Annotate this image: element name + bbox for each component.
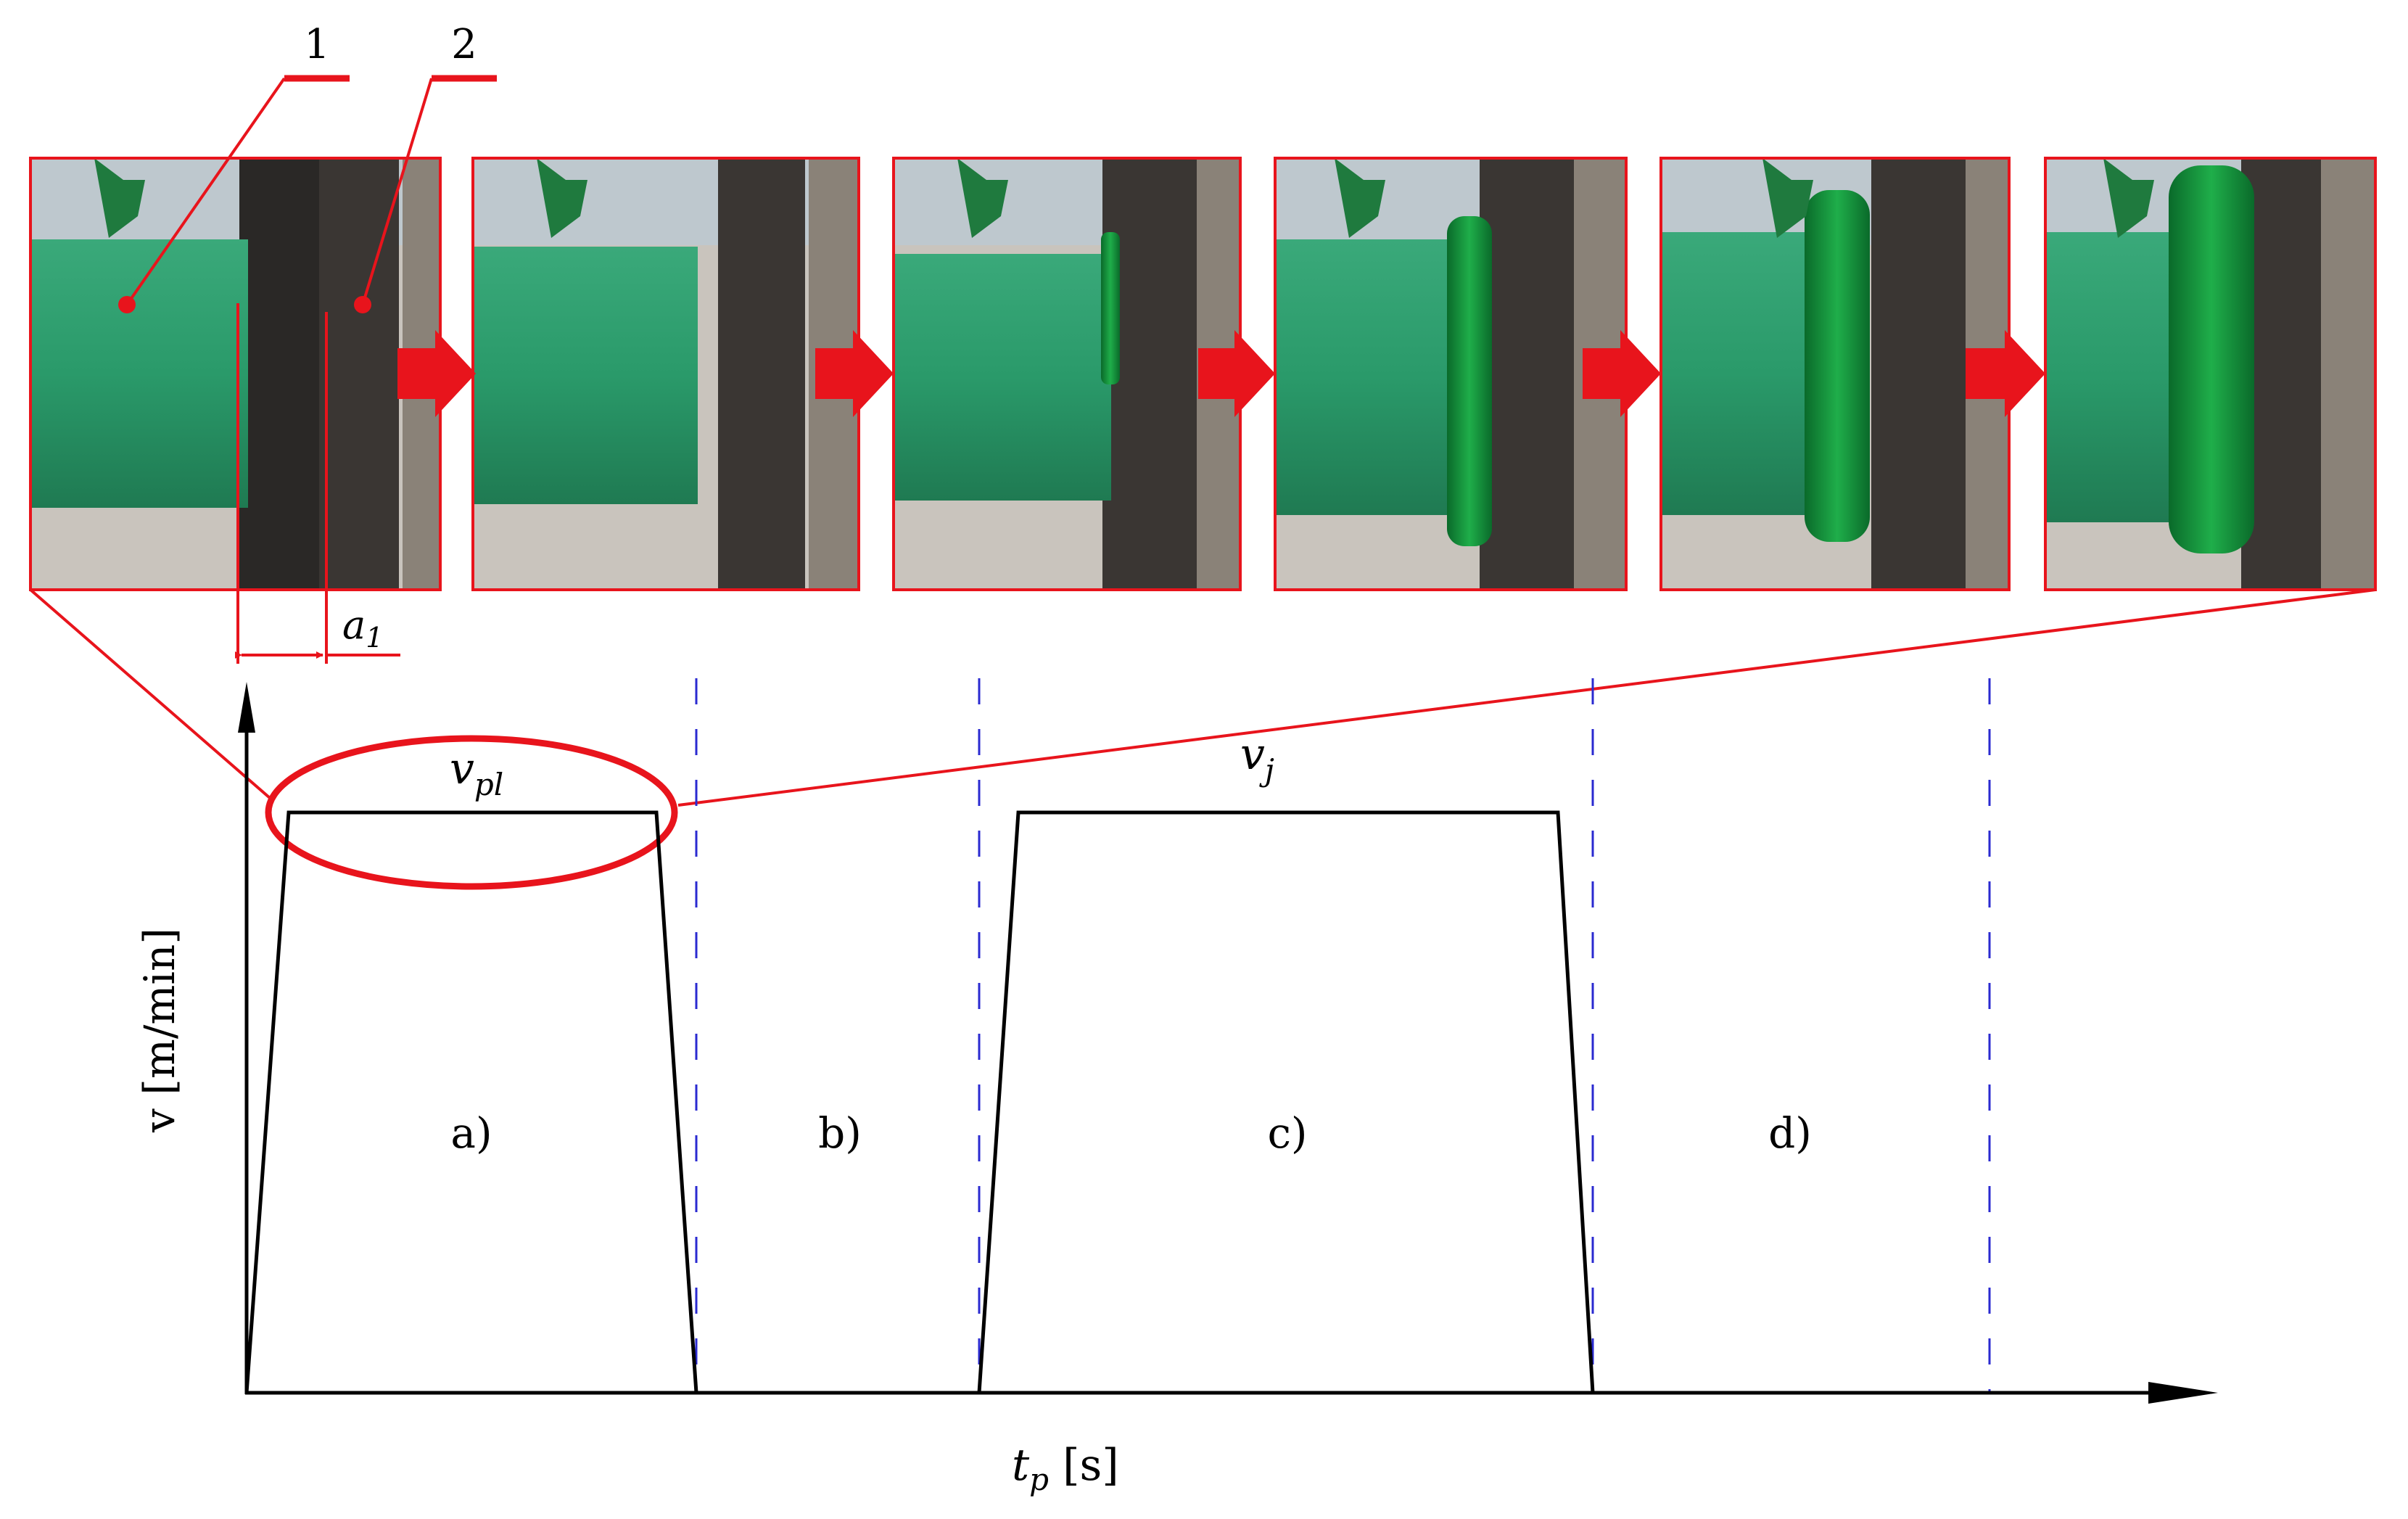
speed-label-j: vj [1240, 729, 1274, 788]
marker-1-dot [118, 296, 136, 313]
zoom-guide-right [677, 588, 2376, 807]
marker-2-label: 2 [451, 21, 477, 68]
gap-dimension: a1 [235, 303, 400, 664]
photo-panel-6 [2044, 157, 2377, 591]
zoom-callout [29, 588, 2376, 890]
sequence-arrow-3 [1198, 330, 1275, 417]
photo-panel-2 [471, 157, 860, 591]
phase-label-d: d) [1768, 1108, 1812, 1158]
marker-2-leader [361, 78, 433, 305]
phase-label-a: a) [450, 1108, 492, 1158]
callout-markers: 1 2 [118, 21, 497, 313]
x-axis-label: tp [s] [1012, 1440, 1119, 1497]
sequence-arrow-4 [1583, 330, 1661, 417]
marker-1-leader [125, 77, 286, 306]
y-axis-arrowhead [238, 682, 255, 733]
photo-panel-4 [1274, 157, 1628, 591]
photo-panel-3 [892, 157, 1242, 591]
phase-label-b: b) [818, 1108, 862, 1158]
zoom-guide-left [29, 588, 271, 799]
photo-panel-5 [1659, 157, 2011, 591]
photo-strip [29, 157, 2377, 591]
zoom-ellipse [265, 735, 678, 890]
dimension-label: a1 [342, 602, 383, 654]
speed-label-pl: vpl [450, 744, 503, 802]
sequence-arrow-2 [815, 330, 894, 417]
speed-profile-line [244, 810, 1595, 1395]
x-axis-arrowhead [2148, 1382, 2218, 1404]
y-axis-label: v [m/min] [135, 928, 184, 1133]
sequence-arrow-1 [397, 330, 476, 417]
speed-profile-plot: v [m/min] tp [s] vpl vj a) b) c) d) [135, 678, 2218, 1497]
phase-label-c: c) [1267, 1108, 1307, 1158]
marker-1-label: 1 [304, 21, 330, 68]
sequence-arrow-5 [1966, 330, 2045, 417]
marker-2-dot [354, 296, 371, 313]
photo-panel-1 [29, 157, 442, 591]
